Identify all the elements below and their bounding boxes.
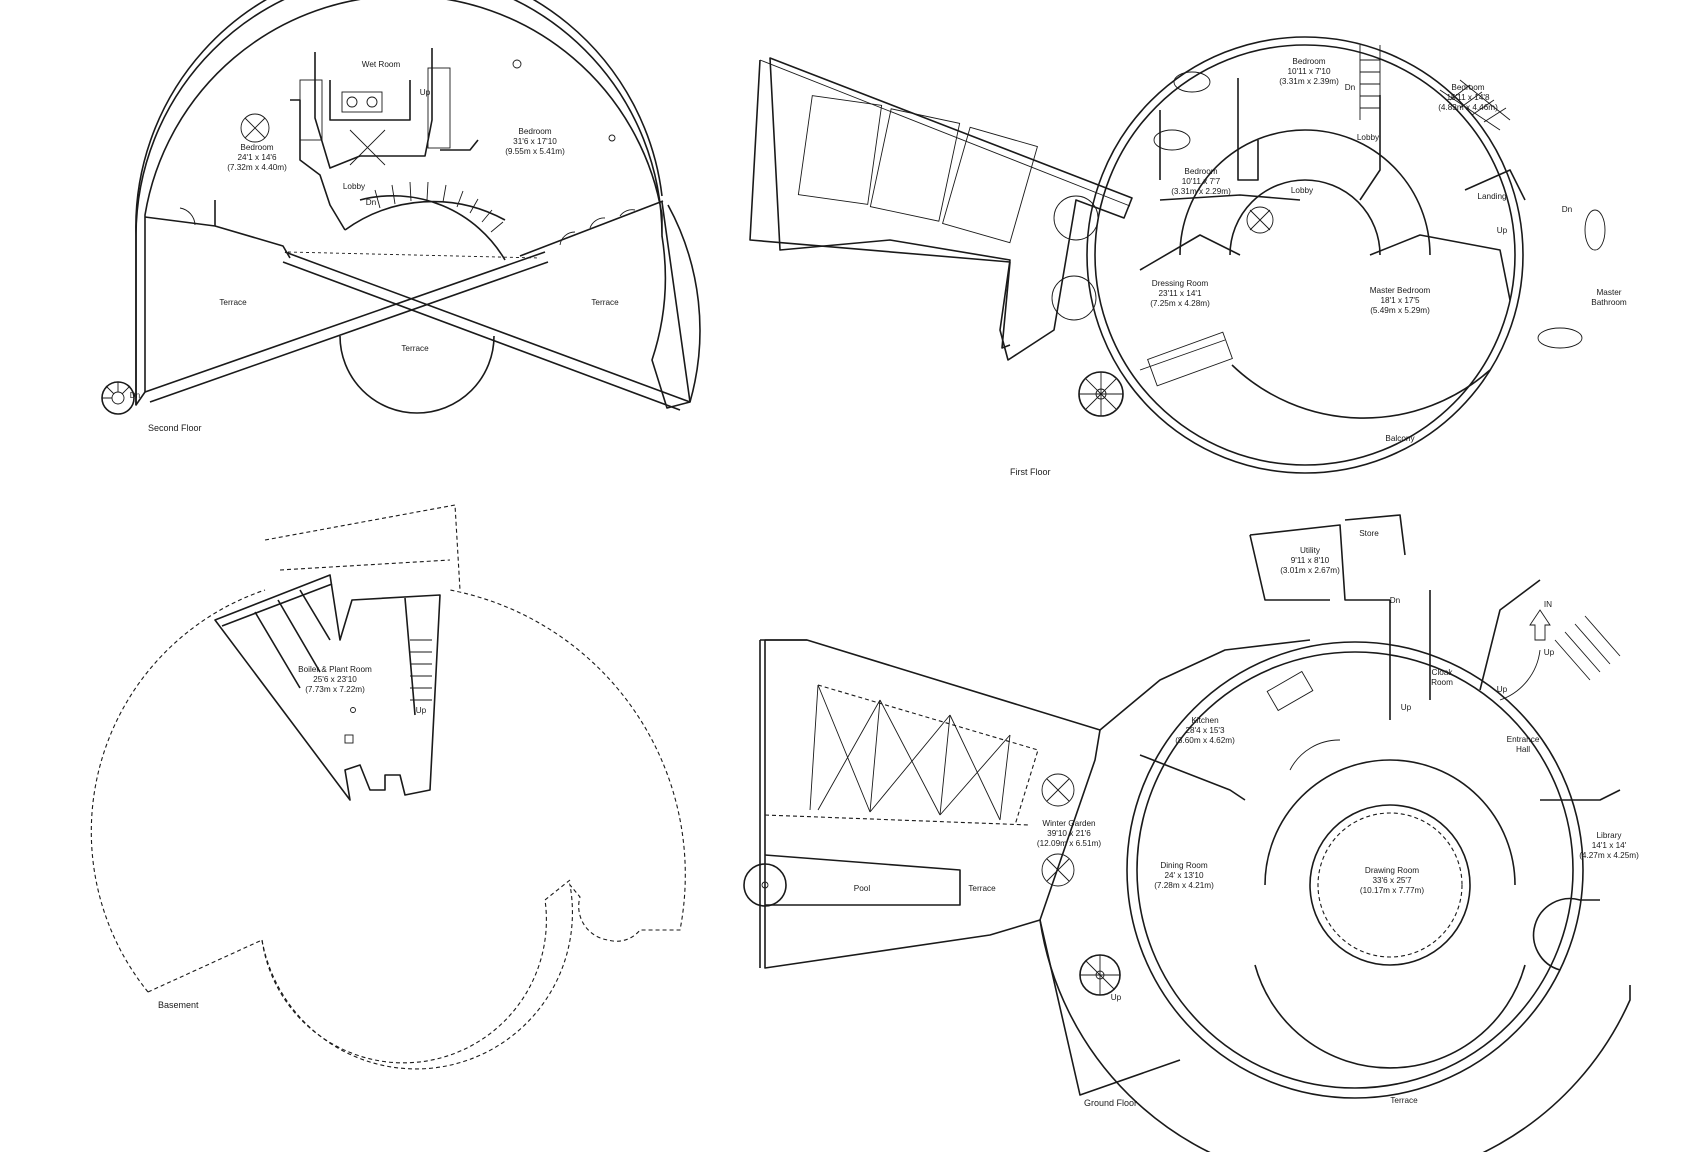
- stair-up-label: Up: [1497, 226, 1508, 235]
- winter-garden-metric: (12.09m x 6.51m): [1037, 839, 1101, 848]
- bedroom-label: Bedroom: [518, 127, 551, 136]
- basement-labels: Boiler & Plant Room 25'6 x 23'10 (7.73m …: [158, 665, 427, 1010]
- bedroom-metric: (7.32m x 4.40m): [227, 163, 287, 172]
- bedroom-metric: (9.55m x 5.41m): [505, 147, 565, 156]
- lobby-label: Lobby: [343, 182, 366, 191]
- drawing-room-metric: (10.17m x 7.77m): [1360, 886, 1424, 895]
- master-bedroom-metric: (5.49m x 5.29m): [1370, 306, 1430, 315]
- cloak-room-label: Cloak: [1432, 668, 1454, 677]
- bedroom-label: Bedroom: [1292, 57, 1325, 66]
- ground-floor-labels: Utility 9'11 x 8'10 (3.01m x 2.67m) Stor…: [854, 529, 1639, 1108]
- stair-up-label: Up: [1401, 703, 1412, 712]
- terrace-label: Terrace: [968, 884, 996, 893]
- floor-title: Second Floor: [148, 423, 202, 433]
- drawing-room-label: Drawing Room: [1365, 866, 1419, 875]
- stair-up-label: Up: [416, 706, 427, 715]
- store-label: Store: [1359, 529, 1379, 538]
- kitchen-imperial: 28'4 x 15'3: [1185, 726, 1225, 735]
- balcony-label: Balcony: [1385, 434, 1415, 443]
- bedroom-imperial: 10'11 x 7'10: [1287, 67, 1330, 76]
- library-label: Library: [1596, 831, 1622, 840]
- terrace-label: Terrace: [1390, 1096, 1418, 1105]
- library-metric: (4.27m x 4.25m): [1579, 851, 1639, 860]
- master-bedroom-imperial: 18'1 x 17'5: [1380, 296, 1420, 305]
- stair-dn-label: Dn: [366, 198, 377, 207]
- bedroom-metric: (3.31m x 2.29m): [1171, 187, 1231, 196]
- dining-room-imperial: 24' x 13'10: [1164, 871, 1204, 880]
- stair-dn-label: Dn: [1562, 205, 1573, 214]
- stair-up-label: Up: [1111, 993, 1122, 1002]
- bedroom-imperial: 10'11 x 7'7: [1182, 177, 1221, 186]
- utility-metric: (3.01m x 2.67m): [1280, 566, 1340, 575]
- pool-label: Pool: [854, 884, 871, 893]
- bedroom-label: Bedroom: [1184, 167, 1217, 176]
- bedroom-label: Bedroom: [240, 143, 273, 152]
- master-bathroom-label: Bathroom: [1591, 298, 1627, 307]
- boiler-plant-room-imperial: 25'6 x 23'10: [313, 675, 357, 684]
- utility-label: Utility: [1300, 546, 1321, 555]
- terrace-label: Terrace: [219, 298, 247, 307]
- master-bedroom-label: Master Bedroom: [1370, 286, 1431, 295]
- dining-room-metric: (7.28m x 4.21m): [1154, 881, 1214, 890]
- landing-label: Landing: [1477, 192, 1507, 201]
- first-floor-labels: Bedroom 10'11 x 7'10 (3.31m x 2.39m) Bed…: [1010, 57, 1627, 477]
- bedroom-metric: (4.83m x 4.46m): [1438, 103, 1498, 112]
- drawing-room-imperial: 33'6 x 25'7: [1372, 876, 1412, 885]
- utility-imperial: 9'11 x 8'10: [1291, 556, 1330, 565]
- wet-room-label: Wet Room: [362, 60, 401, 69]
- stair-dn-label: Dn: [1390, 596, 1401, 605]
- floor-title: Ground Floor: [1084, 1098, 1137, 1108]
- bedroom-label: Bedroom: [1451, 83, 1484, 92]
- dining-room-label: Dining Room: [1160, 861, 1208, 870]
- basement-plan: [90, 504, 686, 1070]
- second-floor-plan: [101, 0, 701, 415]
- bedroom-imperial: 15'11 x 14'8: [1446, 93, 1489, 102]
- stair-up-label: Up: [420, 88, 431, 97]
- kitchen-metric: (8.60m x 4.62m): [1175, 736, 1235, 745]
- kitchen-label: Kitchen: [1191, 716, 1219, 725]
- bedroom-imperial: 31'6 x 17'10: [513, 137, 557, 146]
- bedroom-imperial: 24'1 x 14'6: [237, 153, 277, 162]
- terrace-label: Terrace: [401, 344, 429, 353]
- stair-dn-label: Dn: [1345, 83, 1356, 92]
- winter-garden-label: Winter Garden: [1042, 819, 1096, 828]
- entrance-hall-label: Entrance: [1507, 735, 1540, 744]
- boiler-plant-room-label: Boiler & Plant Room: [298, 665, 372, 674]
- lobby-label: Lobby: [1291, 186, 1314, 195]
- ground-floor-plan: [743, 514, 1631, 1152]
- entrance-hall-label: Hall: [1516, 745, 1530, 754]
- master-bathroom-label: Master: [1596, 288, 1621, 297]
- entrance-in-label: IN: [1544, 600, 1552, 609]
- first-floor-plan: [749, 36, 1606, 474]
- winter-garden-imperial: 39'10 x 21'6: [1047, 829, 1091, 838]
- lobby-label: Lobby: [1357, 133, 1380, 142]
- dressing-room-imperial: 23'11 x 14'1: [1158, 289, 1201, 298]
- dressing-room-metric: (7.25m x 4.28m): [1150, 299, 1210, 308]
- floor-title: First Floor: [1010, 467, 1051, 477]
- second-floor-labels: Wet Room Bedroom 24'1 x 14'6 (7.32m x 4.…: [130, 60, 619, 433]
- stair-up-label: Up: [1497, 685, 1508, 694]
- stair-up-label: Up: [1544, 648, 1555, 657]
- boiler-plant-room-metric: (7.73m x 7.22m): [305, 685, 365, 694]
- stair-dn-label: Dn: [130, 391, 141, 400]
- terrace-label: Terrace: [591, 298, 619, 307]
- library-imperial: 14'1 x 14': [1592, 841, 1627, 850]
- bedroom-metric: (3.31m x 2.39m): [1279, 77, 1339, 86]
- cloak-room-label: Room: [1431, 678, 1453, 687]
- floor-title: Basement: [158, 1000, 199, 1010]
- dressing-room-label: Dressing Room: [1152, 279, 1209, 288]
